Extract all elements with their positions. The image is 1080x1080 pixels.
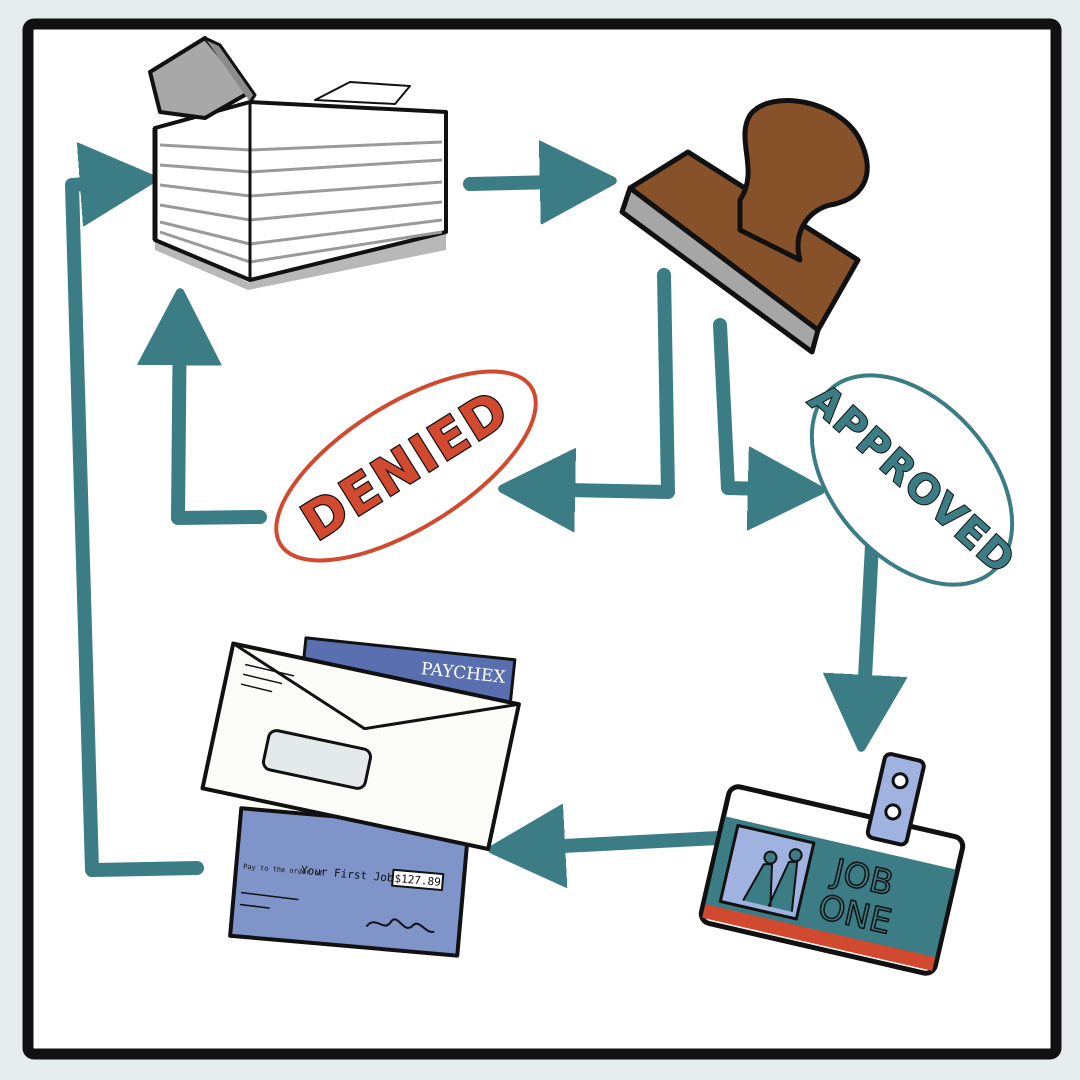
arrow-stamp-to-approved [713,318,808,490]
arrow-denied-to-papers [178,305,267,525]
flow-arrows [65,180,872,877]
check-amount: $127.89 [394,872,441,889]
arrow-badge-to-paycheck [505,838,725,849]
badge-clip [865,752,926,847]
arrow-stamp-to-denied [515,268,675,492]
paycheck-envelope-icon: PAYCHEX Pay to the order of Your First J… [200,636,521,958]
envelope-window [261,729,373,790]
arrow-approved-to-badge [862,538,872,735]
arrow-paycheck-to-papers [65,180,204,877]
approved-oval [809,373,1015,587]
paper-stack-icon [148,36,448,290]
arrow-papers-to-stamp [463,181,600,184]
denied-oval [274,369,538,563]
rubber-stamp-icon [619,98,870,355]
check-signature [365,918,435,933]
id-badge-icon: JOB ONE [698,752,966,976]
